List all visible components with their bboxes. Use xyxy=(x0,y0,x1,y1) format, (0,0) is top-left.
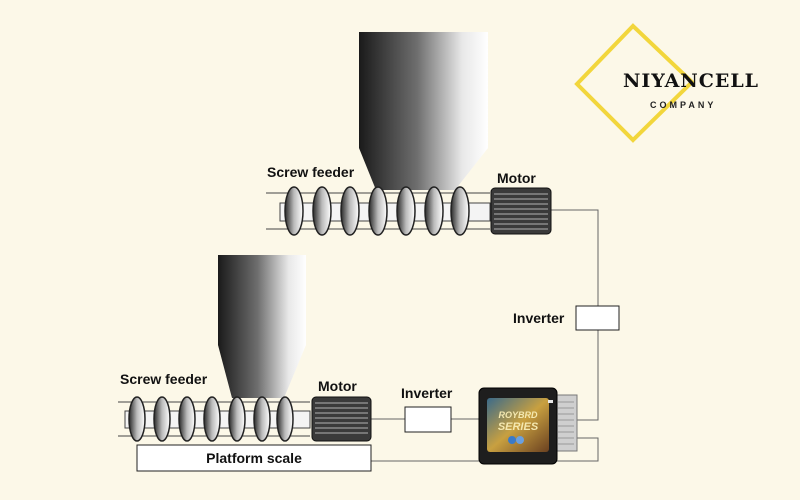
screw-flight xyxy=(450,186,470,236)
screw-flight xyxy=(203,396,221,442)
logo-subtitle: COMPANY xyxy=(650,100,716,110)
controller-brand-line2: SERIES xyxy=(498,421,539,433)
inverter-right-label: Inverter xyxy=(513,310,565,326)
platform-scale-box xyxy=(136,444,372,472)
controller-brand-line1: ROYBRD xyxy=(498,410,538,420)
screw-flight xyxy=(253,396,271,442)
logo-diamond-outline xyxy=(574,23,695,143)
upper-motor-label: Motor xyxy=(497,170,536,186)
wire-upper-motor xyxy=(551,209,599,306)
logo-name: NIYANCELL xyxy=(623,70,759,92)
company-logo: NIYANCELL COMPANY xyxy=(574,23,759,143)
upper-screw-flights xyxy=(284,186,470,236)
screw-flight xyxy=(284,186,304,236)
lower-screw-feeder: Screw feeder Motor xyxy=(118,255,372,442)
upper-motor-body xyxy=(490,187,552,235)
screw-flight xyxy=(340,186,360,236)
screw-flight xyxy=(396,186,416,236)
controller-screen xyxy=(487,398,549,452)
screw-flight xyxy=(228,396,246,442)
controller-side-housing xyxy=(554,394,578,452)
lower-screw-feeder-label: Screw feeder xyxy=(120,371,208,387)
weighing-controller: ROYBRD SERIES xyxy=(478,387,578,465)
upper-hopper xyxy=(359,32,488,190)
screw-flight xyxy=(368,186,388,236)
inverter-bottom-box xyxy=(404,406,452,433)
inverter-right-box xyxy=(575,305,620,331)
lower-motor-label: Motor xyxy=(318,378,357,394)
screw-flight xyxy=(312,186,332,236)
platform-scale-label: Platform scale xyxy=(206,450,302,466)
lower-motor-fins xyxy=(315,402,368,434)
screw-flight xyxy=(128,396,146,442)
controller-emblem-icon xyxy=(508,436,516,444)
upper-motor-fins xyxy=(494,193,548,230)
screw-flight xyxy=(276,396,294,442)
wire-inverter-to-controller xyxy=(577,330,599,421)
lower-screw-flights xyxy=(128,396,294,442)
screw-flight xyxy=(178,396,196,442)
inverter-bottom: Inverter xyxy=(401,385,453,433)
inverter-right: Inverter xyxy=(513,305,620,331)
upper-screw-feeder-label: Screw feeder xyxy=(267,164,355,180)
screw-flight xyxy=(153,396,171,442)
controller-side-vents xyxy=(558,401,574,445)
controller-indicator-light xyxy=(548,400,553,403)
screw-flight xyxy=(424,186,444,236)
upper-screw-feeder: Screw feeder Motor xyxy=(266,32,552,236)
lower-hopper xyxy=(218,255,306,398)
platform-scale: Platform scale xyxy=(136,444,372,472)
upper-motor xyxy=(490,187,552,235)
lower-motor xyxy=(311,396,372,442)
inverter-bottom-label: Inverter xyxy=(401,385,453,401)
controller-emblem-icon xyxy=(516,436,524,444)
